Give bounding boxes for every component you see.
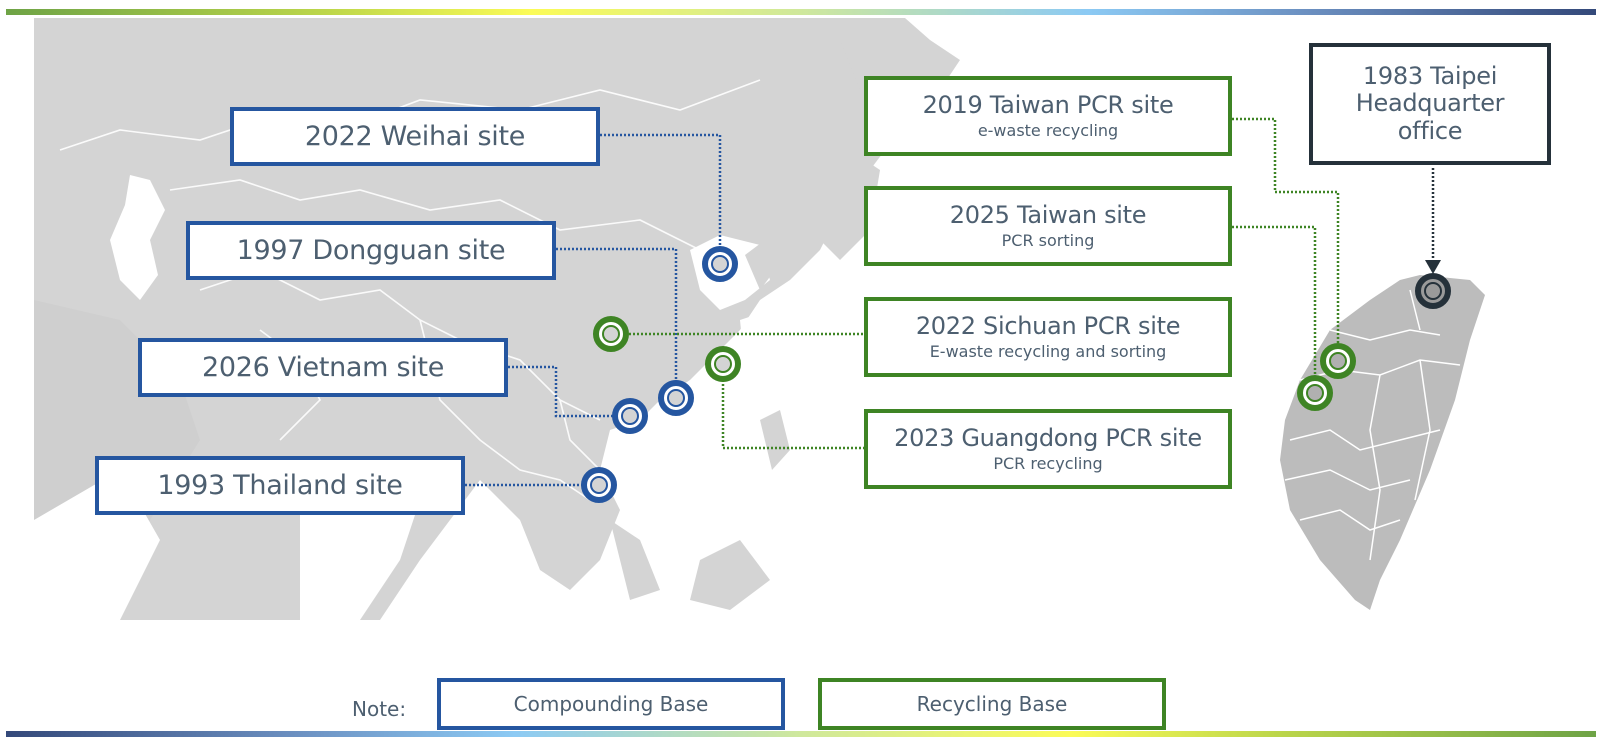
hq-arrow-icon <box>1425 260 1441 274</box>
connector-dongguan <box>556 247 678 380</box>
label-taiwan-pcr-2019[interactable]: 2019 Taiwan PCR site e-waste recycling <box>864 76 1232 156</box>
bottom-gradient-bar <box>6 731 1596 737</box>
label-taiwan-2025-title: 2025 Taiwan site <box>949 200 1147 229</box>
label-taiwan-2025-subtitle: PCR sorting <box>1001 231 1095 251</box>
legend-compounding-base: Compounding Base <box>437 678 785 730</box>
connector-guangdong <box>721 380 864 450</box>
marker-taiwan-2019[interactable] <box>1320 343 1356 379</box>
taiwan-map <box>1280 275 1485 610</box>
compounding-connectors <box>465 133 722 487</box>
connector-taiwan-2025 <box>1232 225 1317 376</box>
marker-taiwan-2025[interactable] <box>1297 375 1333 411</box>
label-taipei-hq-line2: Headquarter <box>1355 89 1505 118</box>
legend-recycling-label: Recycling Base <box>916 692 1068 716</box>
legend-note-label: Note: <box>352 697 407 721</box>
connector-weihai <box>600 133 722 248</box>
marker-guangdong[interactable] <box>705 346 741 382</box>
recycling-connectors <box>629 117 1340 450</box>
label-weihai-title: 2022 Weihai site <box>304 120 526 152</box>
label-guangdong-title: 2023 Guangdong PCR site <box>894 423 1202 452</box>
label-weihai[interactable]: 2022 Weihai site <box>230 107 600 166</box>
marker-sichuan[interactable] <box>593 316 629 352</box>
label-taipei-hq-line3: office <box>1397 116 1463 145</box>
label-sichuan-title: 2022 Sichuan PCR site <box>915 311 1181 340</box>
top-gradient-bar <box>6 9 1596 15</box>
label-taiwan-2025[interactable]: 2025 Taiwan site PCR sorting <box>864 186 1232 266</box>
label-sichuan[interactable]: 2022 Sichuan PCR site E-waste recycling … <box>864 297 1232 377</box>
connector-vietnam <box>508 365 614 418</box>
marker-weihai[interactable] <box>702 246 738 282</box>
connector-taiwan-2019 <box>1232 117 1340 344</box>
label-taipei-hq[interactable]: 1983 Taipei Headquarter office <box>1309 43 1551 165</box>
label-guangdong-subtitle: PCR recycling <box>993 454 1103 474</box>
label-taipei-hq-line1: 1983 Taipei <box>1362 61 1498 90</box>
label-thailand[interactable]: 1993 Thailand site <box>95 456 465 515</box>
label-taiwan-pcr-2019-title: 2019 Taiwan PCR site <box>922 90 1174 119</box>
marker-dongguan[interactable] <box>658 380 694 416</box>
marker-taipei-hq[interactable] <box>1415 273 1451 309</box>
label-guangdong[interactable]: 2023 Guangdong PCR site PCR recycling <box>864 409 1232 489</box>
label-vietnam[interactable]: 2026 Vietnam site <box>138 338 508 397</box>
label-vietnam-title: 2026 Vietnam site <box>201 351 445 383</box>
label-thailand-title: 1993 Thailand site <box>157 469 403 501</box>
marker-vietnam[interactable] <box>612 398 648 434</box>
label-taiwan-pcr-2019-subtitle: e-waste recycling <box>977 121 1119 141</box>
label-dongguan-title: 1997 Dongguan site <box>236 234 506 266</box>
legend-recycling-base: Recycling Base <box>818 678 1166 730</box>
marker-thailand[interactable] <box>581 467 617 503</box>
label-sichuan-subtitle: E-waste recycling and sorting <box>929 342 1167 362</box>
label-dongguan[interactable]: 1997 Dongguan site <box>186 221 556 280</box>
legend-compounding-label: Compounding Base <box>513 692 709 716</box>
